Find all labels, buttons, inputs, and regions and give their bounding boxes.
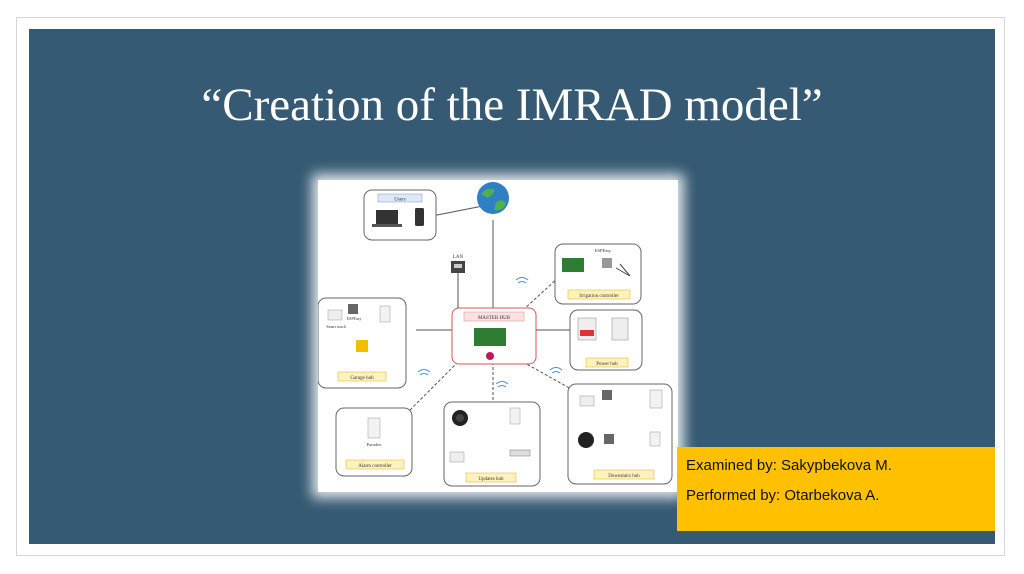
authors-box: Examined by: Sakypbekova M. Performed by… bbox=[677, 447, 995, 531]
garage-espeasy-label: ESPEasy bbox=[347, 316, 362, 321]
updates-hub-label: Updates hub bbox=[478, 477, 504, 482]
power-hub-label: Power hub bbox=[596, 362, 618, 367]
network-diagram-image: Users LAN MASTER HUB bbox=[318, 180, 678, 492]
paradox-label: Paradox bbox=[367, 442, 382, 447]
downstairs-hub-label: Downstairs hub bbox=[608, 474, 640, 479]
lan-switch: LAN bbox=[451, 255, 465, 273]
network-diagram-svg: Users LAN MASTER HUB bbox=[318, 182, 673, 487]
garage-hub-label: Garage hub bbox=[350, 376, 374, 381]
slide-outer-frame bbox=[16, 17, 1005, 556]
irrigation-espeasy-label: ESPEasy bbox=[595, 248, 612, 253]
examined-by-text: Examined by: Sakypbekova M. bbox=[686, 457, 892, 474]
master-hub-label: MASTER HUB bbox=[478, 316, 511, 321]
power-hub-box: Power hub bbox=[569, 309, 643, 371]
users-box: Users bbox=[363, 189, 437, 241]
updates-hub-box: Updates hub bbox=[443, 401, 541, 487]
master-hub-box: MASTER HUB bbox=[451, 307, 537, 365]
users-label: Users bbox=[394, 198, 405, 203]
downstairs-hub-box: Downstairs hub bbox=[567, 383, 673, 485]
irrigation-controller-label: Irrigation controller bbox=[579, 294, 619, 299]
globe-icon bbox=[477, 182, 509, 214]
performed-by-text: Performed by: Otarbekova A. bbox=[686, 487, 880, 504]
garage-hub-box: Smart touch ESPEasy Garage hub bbox=[318, 297, 407, 389]
alarm-controller-label: Alarm controller bbox=[358, 464, 392, 469]
slide-title: “Creation of the IMRAD model” bbox=[201, 79, 823, 131]
wifi-icons bbox=[417, 277, 563, 388]
irrigation-controller-box: ESPEasy Irrigation controller bbox=[554, 243, 642, 305]
alarm-controller-box: Paradox Alarm controller bbox=[335, 407, 413, 477]
lan-label: LAN bbox=[453, 255, 464, 260]
garage-smart-touch-label: Smart touch bbox=[326, 324, 345, 329]
